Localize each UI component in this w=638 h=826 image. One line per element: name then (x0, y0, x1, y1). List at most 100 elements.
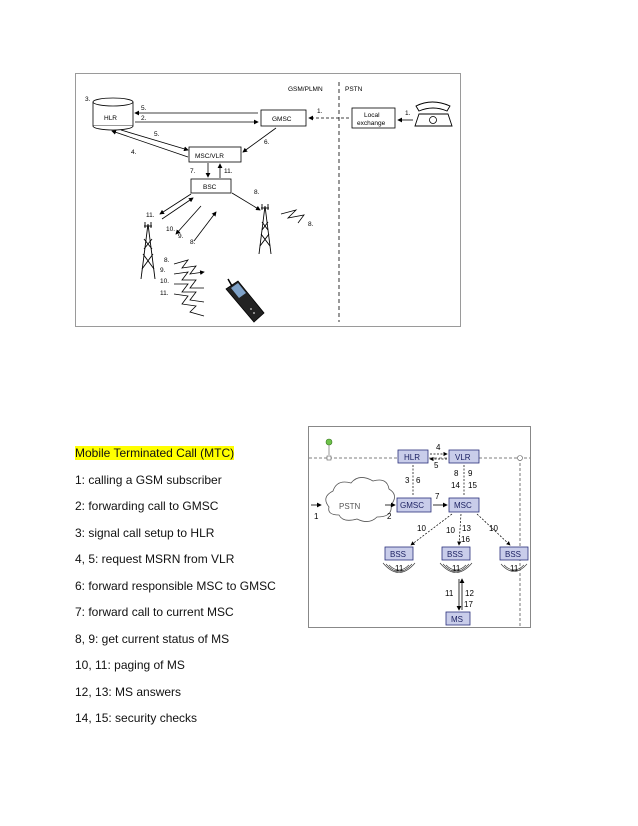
bss-label: BSS (505, 550, 521, 559)
hlr-database: HLR (92, 97, 134, 131)
step-text: 10, 11: paging of MS (75, 658, 185, 672)
mtc-network-diagram: GSM/PLMN PSTN HLR 3. GMSC Local exchange… (75, 73, 461, 327)
msc-label: MSC (454, 501, 472, 510)
rotation-handle[interactable] (325, 438, 333, 446)
step-label: 7. (190, 168, 196, 175)
step-label: 6 (416, 476, 421, 485)
signal-arrow (159, 193, 192, 215)
step-label: 11. (146, 212, 155, 219)
step-text: 6: forward responsible MSC to GMSC (75, 579, 276, 593)
signal-arrow (242, 127, 277, 153)
step-text: 4, 5: request MSRN from VLR (75, 552, 235, 566)
hlr-label: HLR (104, 115, 117, 122)
step-label: 2. (141, 115, 147, 122)
step-label: 8. (164, 257, 170, 264)
section-heading: Mobile Terminated Call (MTC) (75, 446, 235, 460)
bsc-label: BSC (203, 184, 217, 191)
vlr-node: VLR (448, 449, 480, 464)
base-station-tower-icon (140, 222, 156, 280)
step-label: 12 (465, 589, 474, 598)
msc-node: MSC (448, 497, 480, 513)
step-label: 16 (461, 535, 470, 544)
bsc-node: BSC (190, 178, 232, 194)
signal-arrow (193, 211, 217, 242)
step-text: 12, 13: MS answers (75, 685, 182, 699)
step-label: 11 (452, 564, 461, 573)
step-text: 14, 15: security checks (75, 711, 198, 725)
step-label: 8. (190, 239, 196, 246)
step-label: 11 (510, 564, 519, 573)
hlr-node: HLR (397, 449, 429, 464)
resize-handle[interactable] (326, 455, 332, 461)
signal-arrow (476, 513, 511, 546)
step-label: 11 (395, 564, 404, 573)
radio-wave-icon (280, 209, 305, 224)
bss-node-right: BSS (499, 546, 529, 561)
ms-node: MS (445, 611, 471, 626)
step-label: 5. (154, 131, 160, 138)
pstn-label: PSTN (339, 502, 361, 511)
gmsc-node: GMSC (260, 109, 307, 127)
signal-arrow (231, 192, 261, 211)
step-label: 11 (445, 589, 454, 598)
gmsc-node: GMSC (396, 497, 432, 513)
step-label: 13 (462, 524, 471, 533)
signal-arrow (457, 513, 462, 546)
step-label: 1 (314, 512, 319, 521)
step-label: 11. (160, 290, 169, 297)
step-text: 2: forwarding call to GMSC (75, 499, 219, 513)
msc-vlr-node: MSC/VLR (188, 146, 242, 163)
step-label: 10. (166, 226, 175, 233)
hlr-label: HLR (404, 453, 420, 462)
step-label: 5. (141, 105, 147, 112)
step-label: 10 (446, 526, 455, 535)
gmsc-label: GMSC (400, 501, 424, 510)
mobile-phone-icon (225, 278, 265, 323)
radio-wave-icon (173, 259, 205, 317)
bss-node-left: BSS (384, 546, 414, 561)
step-label: 8. (254, 189, 260, 196)
step-label: 3 (405, 476, 410, 485)
step-label: 11. (224, 168, 233, 175)
msc-vlr-label: MSC/VLR (195, 153, 224, 160)
signal-arrow (120, 129, 189, 152)
step-label: 7 (435, 492, 440, 501)
step-label: 9. (178, 233, 184, 240)
resize-handle[interactable] (517, 455, 523, 461)
signal-arrow (111, 130, 189, 158)
gsm-plmn-label: GSM/PLMN (288, 86, 323, 93)
local-exchange-label: exchange (357, 120, 386, 127)
bss-label: BSS (447, 550, 463, 559)
step-label: 2 (387, 512, 392, 521)
step-text: 8, 9: get current status of MS (75, 632, 230, 646)
base-station-tower-icon (258, 204, 272, 255)
gmsc-label: GMSC (272, 116, 292, 123)
step-label: 10. (160, 278, 169, 285)
step-label: 8. (308, 221, 314, 228)
step-label: 14 (451, 481, 460, 490)
step-label: 1. (317, 108, 323, 115)
step-label: 3. (85, 96, 91, 103)
step-label: 8 (454, 469, 459, 478)
heading-highlight: Mobile Terminated Call (MTC) (75, 446, 235, 460)
step-text: 1: calling a GSM subscriber (75, 473, 222, 487)
step-label: 4. (131, 149, 137, 156)
pstn-label: PSTN (345, 86, 363, 93)
bss-label: BSS (390, 550, 406, 559)
paging-wave-icon (382, 562, 528, 573)
step-text: 7: forward call to current MSC (75, 605, 234, 619)
mtc-block-diagram: HLR VLR 4 5 PSTN GMSC MSC 3 6 8 9 14 15 … (308, 426, 531, 628)
step-label: 10 (489, 524, 498, 533)
telephone-icon (414, 101, 453, 127)
signal-arrow (410, 513, 453, 546)
vlr-label: VLR (455, 453, 471, 462)
step-label: 9 (468, 469, 473, 478)
step-label: 10 (417, 524, 426, 533)
step-label: 5 (434, 461, 439, 470)
signal-arrow (175, 205, 202, 235)
step-label: 1. (405, 110, 411, 117)
step-label: 4 (436, 443, 441, 452)
step-label: 15 (468, 481, 477, 490)
local-exchange-node: Local exchange (351, 107, 396, 129)
step-label: 17 (464, 600, 473, 609)
